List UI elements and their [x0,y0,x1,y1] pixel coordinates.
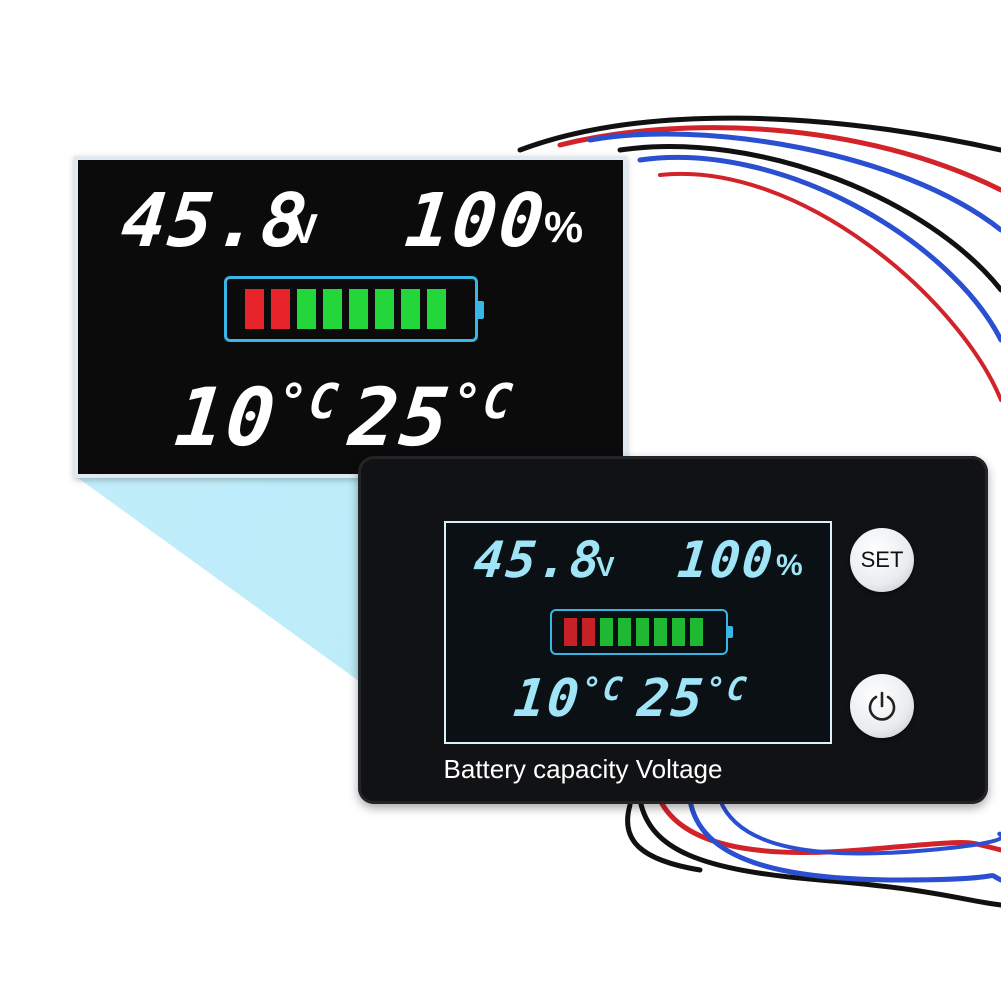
zoom-temperature-2: 25°C [345,371,517,464]
zoom-temp2-value: 25 [345,371,456,464]
set-button[interactable]: SET [850,528,914,592]
device-temp2-unit: °C [703,670,751,708]
zoom-temperature-1: 10°C [171,371,343,464]
battery-monitor-device: 45.8 V 100 % 10°C 25°C SET Battery capac… [358,456,988,804]
battery-bar-red [271,289,290,329]
zoom-percent-unit: % [544,203,584,252]
battery-bar-green [672,618,685,646]
battery-bar-green [636,618,649,646]
power-button[interactable] [850,674,914,738]
device-temp2-value: 25 [634,669,708,729]
power-icon [868,691,896,721]
battery-bar-green [349,289,368,329]
zoom-temp1-value: 10 [171,371,282,464]
battery-bar-green [654,618,667,646]
battery-bar-green [618,618,631,646]
battery-bar-green [297,289,316,329]
battery-bar-red [582,618,595,646]
battery-bar-green [427,289,446,329]
battery-bar-green [401,289,420,329]
device-lcd-screen: 45.8 V 100 % 10°C 25°C [444,521,832,744]
zoom-temp1-unit: °C [275,374,343,430]
device-percent-unit: % [776,549,803,582]
zoom-voltage-unit: V [290,205,319,252]
battery-terminal [728,626,733,638]
battery-bar-red [564,618,577,646]
zoom-voltage-value: 45.8 [117,178,313,264]
device-battery-icon [550,609,733,655]
device-voltage-unit: V [596,551,615,582]
zoomed-lcd-display: 45.8 V 100 % 10°C 25°C [74,156,627,478]
device-temp1-value: 10 [510,669,584,729]
device-percent-value: 100 [674,531,778,589]
device-caption: Battery capacity Voltage [443,754,723,784]
zoom-percent-value: 100 [401,178,551,264]
zoom-battery-icon [224,276,484,342]
device-temperature-2: 25°C [635,669,751,729]
wires-bottom [625,797,1001,908]
zoom-temp2-unit: °C [449,374,517,430]
device-temperature-1: 10°C [511,669,627,729]
device-voltage-value: 45.8 [470,531,606,589]
device-temp1-unit: °C [579,670,627,708]
wires-top [517,115,1001,402]
battery-bar-green [600,618,613,646]
battery-terminal [478,301,484,319]
battery-bar-red [245,289,264,329]
battery-bar-green [690,618,703,646]
battery-bar-green [375,289,394,329]
battery-bar-green [323,289,342,329]
